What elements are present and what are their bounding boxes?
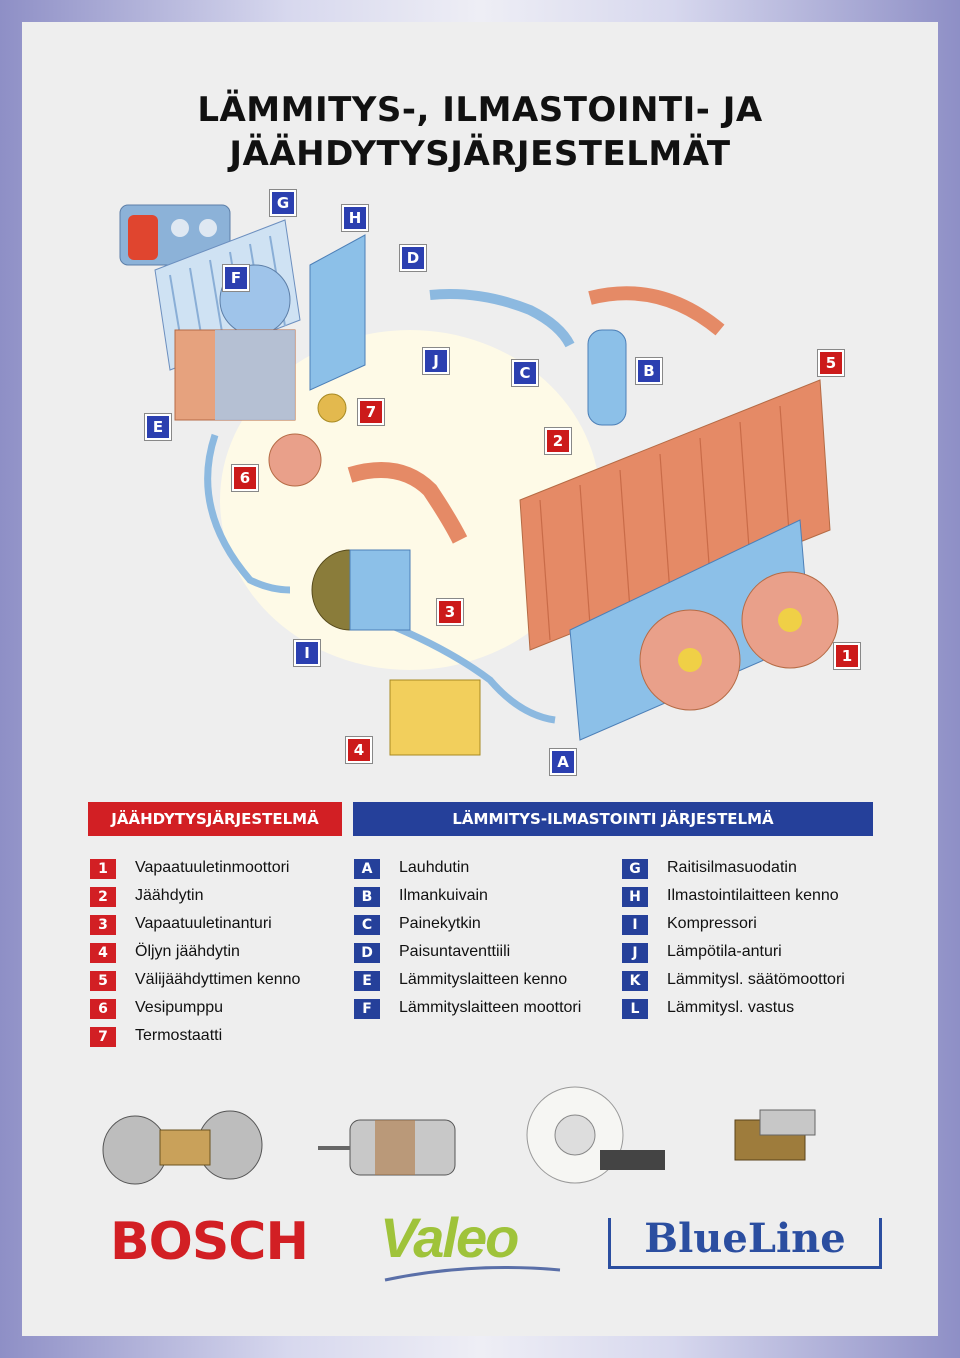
- legend-label: Ilmastointilaitteen kenno: [667, 887, 839, 904]
- tag-c: C: [512, 360, 538, 386]
- heater-core: [174, 329, 296, 421]
- legend-key: F: [354, 999, 380, 1019]
- tag-d: D: [400, 245, 426, 271]
- legend-key: 2: [90, 887, 116, 907]
- ac-pipe: [429, 289, 575, 348]
- legend-key: E: [354, 971, 380, 991]
- receiver-drier: [587, 329, 627, 426]
- legend-label: Lämpötila-anturi: [667, 943, 782, 960]
- cooling-system-header: JÄÄHDYTYSJÄRJESTELMÄ: [88, 802, 342, 836]
- coolant-hose: [347, 462, 468, 544]
- tag-3: 3: [437, 599, 463, 625]
- legend-label: Kompressori: [667, 915, 757, 932]
- legend-key: 5: [90, 971, 116, 991]
- tag-a: A: [550, 749, 576, 775]
- tag-6: 6: [232, 465, 258, 491]
- heating-system-header: LÄMMITYS-ILMASTOINTI JÄRJESTELMÄ: [353, 802, 873, 836]
- radiator: [519, 379, 831, 651]
- tag-7: 7: [358, 399, 384, 425]
- legend-label: Vapaatuuletinmoottori: [135, 859, 290, 876]
- blower-motor-image: [318, 1119, 456, 1176]
- bosch-logo: BOSCH: [110, 1212, 309, 1272]
- tag-e: E: [145, 414, 171, 440]
- legend-label: Lämmityslaitteen moottori: [399, 999, 582, 1016]
- tag-2: 2: [545, 428, 571, 454]
- tag-h: H: [342, 205, 368, 231]
- legend-key: 3: [90, 915, 116, 935]
- heater-resistor-image: [734, 1109, 816, 1161]
- blueline-logo-text: BlueLine: [644, 1215, 846, 1262]
- double-blower-motor-image: [102, 1110, 263, 1185]
- oil-cooler: [389, 679, 481, 756]
- tag-4: 4: [346, 737, 372, 763]
- tag-j: J: [423, 348, 449, 374]
- legend-key: L: [622, 999, 648, 1019]
- legend-key: A: [354, 859, 380, 879]
- legend-key: 4: [90, 943, 116, 963]
- compressor: [311, 549, 411, 631]
- legend-label: Vapaatuuletinanturi: [135, 915, 272, 932]
- page-title-line1: LÄMMITYS-, ILMASTOINTI- JA: [197, 90, 763, 130]
- legend-key: G: [622, 859, 648, 879]
- legend-key: 7: [90, 1027, 116, 1047]
- legend-key: B: [354, 887, 380, 907]
- evaporator: [309, 234, 366, 391]
- blueline-logo: BlueLine: [608, 1218, 882, 1269]
- legend-key: H: [622, 887, 648, 907]
- legend-label: Välijäähdyttimen kenno: [135, 971, 301, 988]
- product-photos: [102, 1086, 816, 1185]
- legend-label: Lämmitysl. vastus: [667, 999, 795, 1016]
- legend-key: K: [622, 971, 648, 991]
- blower-fan-image: [526, 1086, 665, 1184]
- valeo-swoosh: [384, 1266, 561, 1282]
- legend-label: Öljyn jäähdytin: [135, 943, 240, 960]
- legend-key: D: [354, 943, 380, 963]
- thermostat: [317, 393, 347, 423]
- legend-label: Raitisilmasuodatin: [667, 859, 797, 876]
- legend-label: Vesipumppu: [135, 999, 224, 1016]
- legend-label: Lämmitysl. säätömoottori: [667, 971, 845, 988]
- legend-label: Termostaatti: [135, 1027, 223, 1044]
- tag-1: 1: [834, 643, 860, 669]
- cooling-fans: [639, 571, 839, 711]
- legend-label: Ilmankuivain: [399, 887, 488, 904]
- legend-key: 1: [90, 859, 116, 879]
- legend-key: 6: [90, 999, 116, 1019]
- ac-hose: [204, 433, 291, 594]
- valeo-logo-text: Valeo: [380, 1206, 519, 1269]
- control-panel: [119, 204, 231, 266]
- ac-hose-lower: [388, 621, 556, 724]
- upper-hose: [588, 286, 725, 336]
- legend-key: J: [622, 943, 648, 963]
- water-pump: [268, 433, 322, 487]
- legend-label: Jäähdytin: [135, 887, 204, 904]
- valeo-logo: Valeo: [380, 1205, 565, 1290]
- legend-key: I: [622, 915, 648, 935]
- legend-label: Lämmityslaitteen kenno: [399, 971, 568, 988]
- tag-i: I: [294, 640, 320, 666]
- tag-f: F: [223, 265, 249, 291]
- tag-5: 5: [818, 350, 844, 376]
- tag-g: G: [270, 190, 296, 216]
- legend-label: Lauhdutin: [399, 859, 470, 876]
- system-diagram: [119, 204, 839, 756]
- page-title-line2: JÄÄHDYTYSJÄRJESTELMÄT: [229, 134, 731, 174]
- legend-label: Painekytkin: [399, 915, 481, 932]
- legend-key: C: [354, 915, 380, 935]
- legend-label: Paisuntaventtiili: [399, 943, 511, 960]
- tag-b: B: [636, 358, 662, 384]
